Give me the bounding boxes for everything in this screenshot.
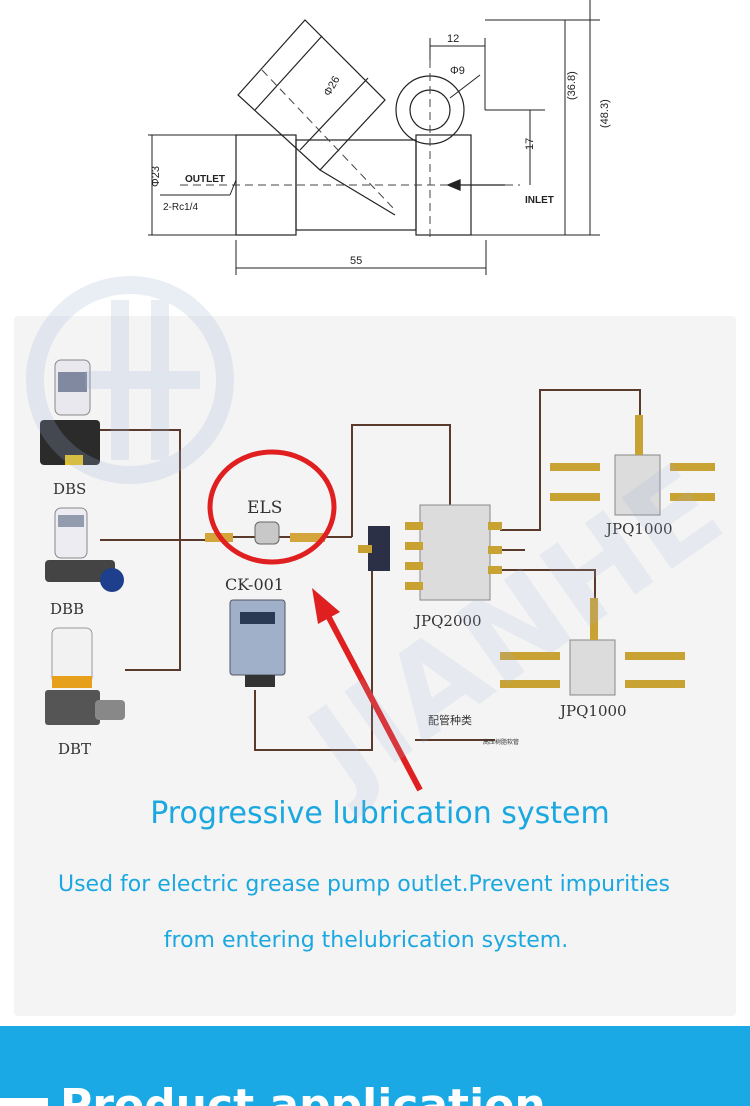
label-ck-001: CK-001 <box>225 575 284 594</box>
inlet-label: INLET <box>525 195 554 206</box>
pump-dbb <box>45 507 124 592</box>
dim-17: 17 <box>524 138 536 150</box>
inlet-bore <box>409 89 451 131</box>
filter-technical-drawing: 12 Φ9 Φ26 (36.8) (48.3) 17 Φ23 OUTLET 2-… <box>148 0 611 275</box>
band-heading: Product application <box>60 1080 546 1106</box>
dim-phi26: Φ26 <box>322 74 343 98</box>
lubrication-system-diagram <box>40 359 715 792</box>
thread-label: 2-Rc1/4 <box>163 202 198 213</box>
caption-line-2: from entering thelubrication system. <box>163 928 569 953</box>
distributor-jpq2000 <box>405 504 502 601</box>
pipe-to-jpq1000-bottom <box>490 569 596 620</box>
highlight-arrow <box>312 588 423 792</box>
product-application-band <box>0 1026 750 1106</box>
system-panel <box>14 316 736 1016</box>
caption-line-1: Used for electric grease pump outlet.Pre… <box>57 872 670 897</box>
highlight-ring <box>207 449 337 565</box>
label-jpq1000-top: JPQ1000 <box>606 520 673 538</box>
label-jpq2000: JPQ2000 <box>415 612 482 630</box>
dim-36-8: (36.8) <box>566 71 578 100</box>
caption-title: Progressive lubrication system <box>150 796 610 831</box>
band-accent-mark <box>0 1098 48 1106</box>
pipe-to-jpq1000-top <box>500 389 641 531</box>
legend-item: 高压树脂软管 <box>483 739 520 746</box>
label-dbb: DBB <box>50 600 85 618</box>
distributor-jpq1000-bottom <box>500 598 685 696</box>
pump-dbt <box>45 627 125 725</box>
strainer-cap <box>237 19 386 171</box>
dim-phi23: Φ23 <box>150 166 162 187</box>
label-jpq1000-bottom: JPQ1000 <box>560 702 627 720</box>
pipe-to-jpq2000 <box>351 424 451 537</box>
label-els: ELS <box>247 498 283 518</box>
dim-48-3: (48.3) <box>599 99 611 128</box>
dim-12: 12 <box>447 33 459 45</box>
dim-phi9: Φ9 <box>450 65 465 77</box>
label-dbs: DBS <box>53 480 87 498</box>
controller-ck-001 <box>229 599 286 687</box>
pump-dbs <box>40 359 100 465</box>
distributor-jpq1000-top <box>550 415 715 516</box>
flow-sensor <box>358 526 390 571</box>
pipe-pumps-collector <box>95 429 181 671</box>
dim-55: 55 <box>350 255 362 267</box>
pipe-controller <box>254 560 373 751</box>
legend-title: 配管种类 <box>428 714 472 727</box>
centerline-diagonal <box>261 69 396 211</box>
label-dbt: DBT <box>58 740 92 758</box>
outlet-label: OUTLET <box>185 174 225 185</box>
